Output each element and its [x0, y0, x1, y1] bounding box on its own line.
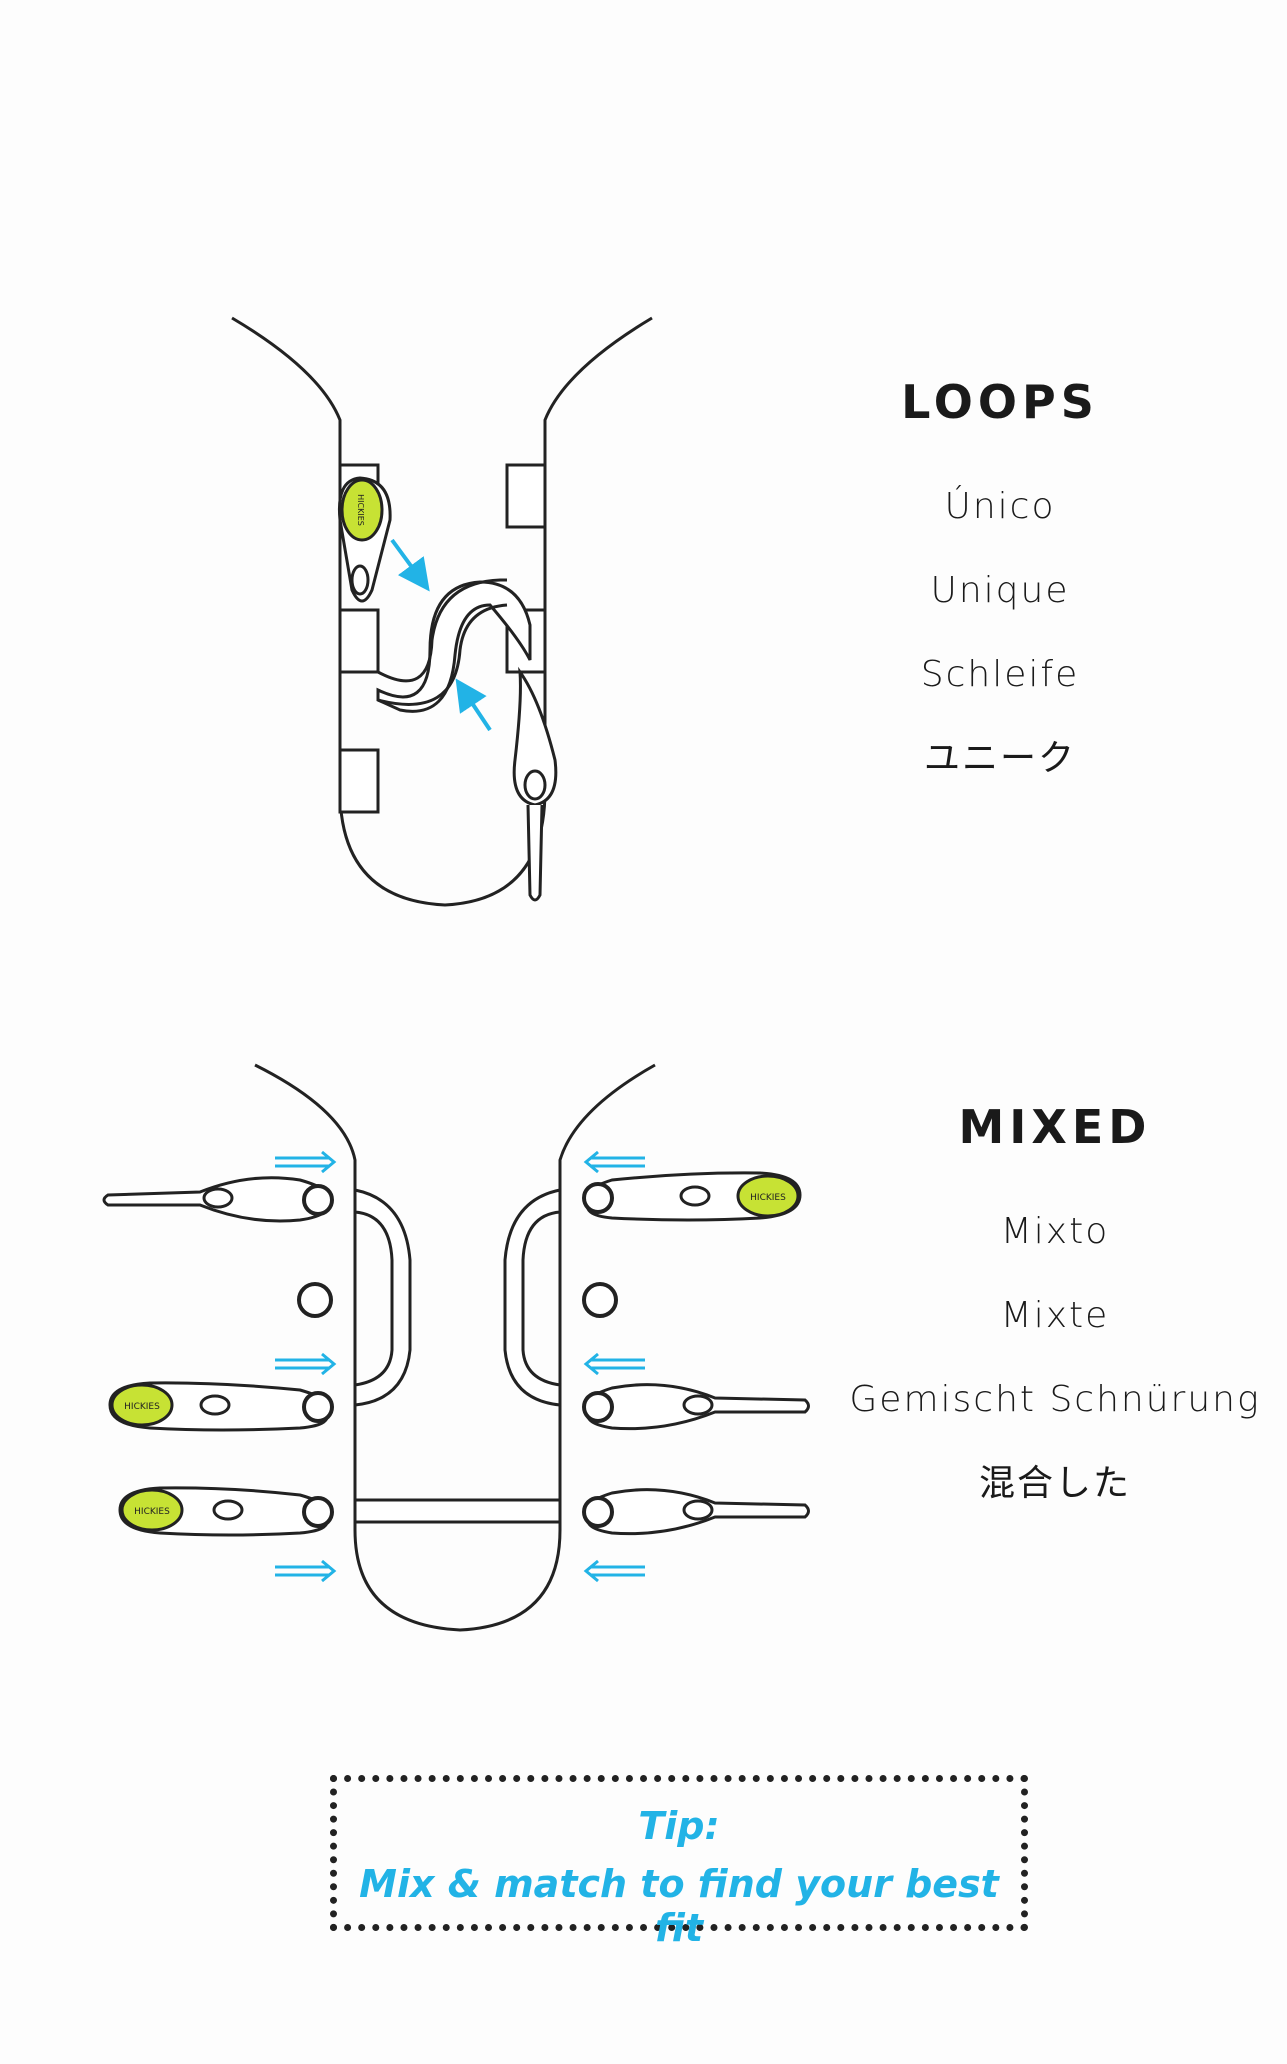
mixed-loop-right [503, 1188, 562, 1407]
hickies-logo: HICKIES [750, 1193, 786, 1203]
loops-translation-ja: ユニーク [923, 738, 1076, 779]
loops-translation-de: Schleife [920, 654, 1080, 695]
loops-eyelet-right-1 [505, 463, 547, 529]
mixed-lace-tip-right-2 [582, 1383, 810, 1431]
loops-lace-tip-left: HICKIES [337, 476, 392, 603]
loops-eyelet-left-3 [338, 748, 380, 814]
mixed-translation-de: Gemischt Schnürung [849, 1379, 1261, 1420]
hickies-logo: HICKIES [356, 494, 365, 526]
double-arrow-icon [275, 1150, 337, 1174]
mixed-translation-es: Mixto [1000, 1211, 1110, 1252]
tip-text: Mix & match to find your best fit [359, 1862, 999, 1950]
double-arrow-icon [275, 1352, 337, 1376]
loops-translation-fr: Unique [930, 570, 1070, 611]
double-arrow-icon [583, 1150, 645, 1174]
mixed-bar-bottom [353, 1498, 562, 1524]
mixed-translation-fr: Mixte [1000, 1295, 1110, 1336]
loops-eyelet-left-2 [338, 608, 380, 674]
mixed-lace-tip-left-2: HICKIES [108, 1381, 334, 1432]
mixed-heading: MIXED [958, 1100, 1152, 1154]
mixed-eyelet-right [582, 1282, 618, 1318]
loops-translation-es: Único [944, 486, 1056, 527]
arrow-icon [390, 538, 430, 592]
mixed-diagram: HICKIES HICKIES HICKIES [102, 1063, 810, 1632]
double-arrow-icon [275, 1559, 337, 1583]
mixed-shoe-outline [254, 1063, 656, 1632]
loops-heading: LOOPS [901, 375, 1099, 429]
mixed-loop-left [353, 1188, 412, 1407]
loops-diagram: HICKIES [231, 316, 653, 907]
tip-box: Tip: Mix & match to find your best fit [330, 1775, 1028, 1950]
hickies-logo: HICKIES [124, 1402, 160, 1412]
mixed-translation-ja: 混合した [978, 1463, 1131, 1504]
hickies-logo: HICKIES [134, 1507, 170, 1517]
mixed-lace-tip-left-3: HICKIES [118, 1486, 334, 1537]
tip-title: Tip: [638, 1804, 720, 1848]
double-arrow-icon [583, 1559, 645, 1583]
mixed-lace-tip-right-1: HICKIES [582, 1171, 802, 1222]
mixed-lace-tip-left-1 [102, 1176, 334, 1223]
arrow-icon [455, 678, 492, 732]
mixed-labels: MIXED Mixto Mixte Gemischt Schnürung 混合し… [835, 1100, 1275, 1526]
loops-shoe-outline [231, 316, 653, 907]
mixed-eyelet-left [297, 1282, 333, 1318]
double-arrow-icon [583, 1352, 645, 1376]
mixed-lace-tip-right-3 [582, 1488, 810, 1536]
loops-lace-tip-right [512, 666, 558, 902]
loops-labels: LOOPS Único Unique Schleife ユニーク [880, 375, 1120, 801]
